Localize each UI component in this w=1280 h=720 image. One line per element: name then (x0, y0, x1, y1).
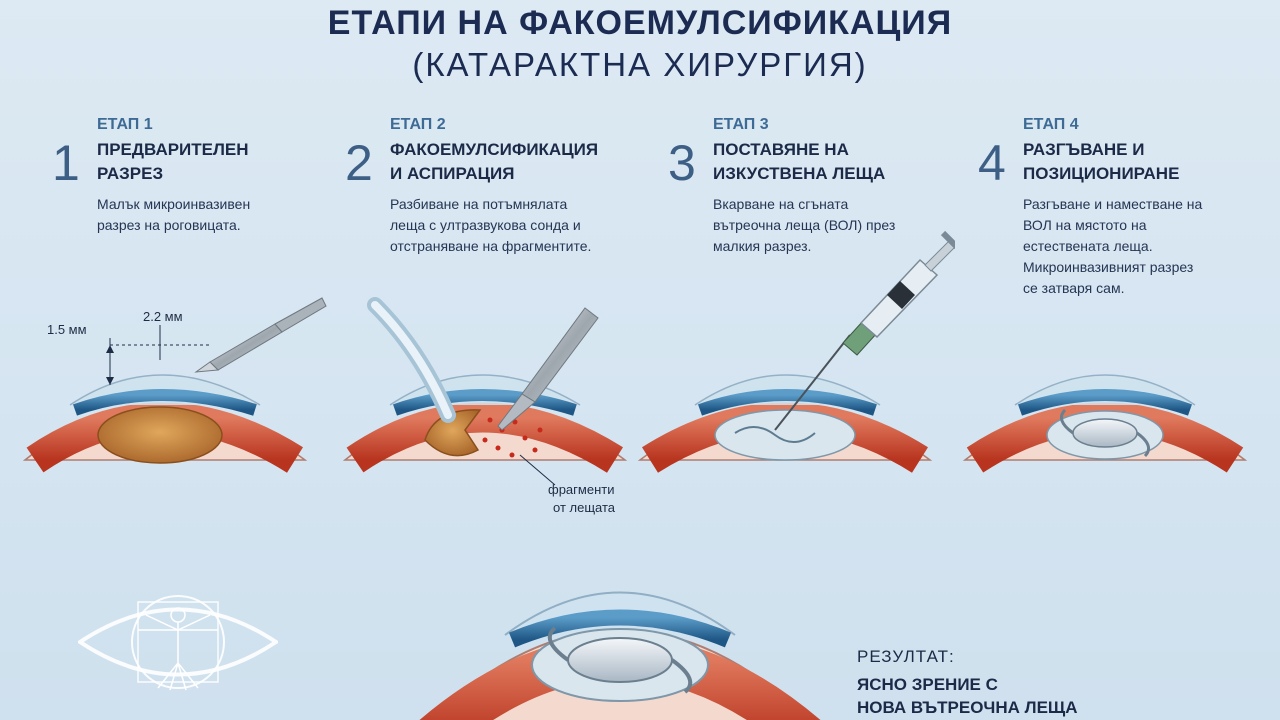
step-heading: РАЗГЪВАНЕ И ПОЗИЦИОНИРАНЕ (1023, 140, 1180, 183)
irrigation-tube-icon (367, 297, 456, 423)
fragments-annotation-1: фрагменти (548, 482, 615, 497)
step-description: Разгъване и наместване на ВОЛ на мястото… (1023, 196, 1203, 296)
width-annotation: 2.2 мм (143, 309, 183, 324)
result-block: РЕЗУЛТАТ: ЯСНО ЗРЕНИЕ С НОВА ВЪТРЕОЧНА Л… (857, 647, 1078, 719)
step-label: ЕТАП 1 (97, 116, 153, 133)
eye-diagram-phaco (342, 297, 628, 486)
step-number: 2 (345, 135, 373, 191)
step-description: Разбиване на потъмнялата леща с ултразву… (390, 196, 592, 254)
depth-annotation: 1.5 мм (47, 322, 87, 337)
step-number: 3 (668, 135, 696, 191)
step-description: Вкарване на сгъната вътреочна леща (ВОЛ)… (713, 196, 896, 254)
page-title: ЕТАПИ НА ФАКОЕМУЛСИФИКАЦИЯ (327, 4, 953, 42)
step-number: 4 (978, 135, 1006, 191)
step-label: ЕТАП 3 (713, 116, 769, 133)
step-description: Малък микроинвазивен разрез на роговицат… (97, 196, 251, 233)
iol-lens-icon (1059, 408, 1151, 458)
step-label: ЕТАП 4 (1023, 116, 1079, 133)
step-label: ЕТАП 2 (390, 116, 446, 133)
eye-diagram-result (419, 591, 821, 720)
result-text: ЯСНО ЗРЕНИЕ С НОВА ВЪТРЕОЧНА ЛЕЩА (857, 675, 1078, 717)
page-subtitle: (КАТАРАКТНА ХИРУРГИЯ) (412, 46, 868, 83)
step-heading: ПРЕДВАРИТЕЛЕН РАЗРЕЗ (97, 140, 249, 183)
vitruvian-eye-logo (78, 595, 278, 691)
step-1: 1 ЕТАП 1 ПРЕДВАРИТЕЛЕН РАЗРЕЗ Малък микр… (52, 112, 352, 312)
step-2: 2 ЕТАП 2 ФАКОЕМУЛСИФИКАЦИЯ И АСПИРАЦИЯ Р… (345, 112, 645, 312)
syringe-icon (774, 230, 955, 431)
step-4: 4 ЕТАП 4 РАЗГЪВАНЕ И ПОЗИЦИОНИРАНЕ Разгъ… (978, 112, 1278, 312)
step-heading: ПОСТАВЯНЕ НА ИЗКУСТВЕНА ЛЕЩА (713, 140, 886, 183)
fragments-annotation-2: от лещата (553, 500, 616, 515)
step-heading: ФАКОЕМУЛСИФИКАЦИЯ И АСПИРАЦИЯ (390, 140, 599, 183)
eye-diagram-insertion (637, 230, 955, 473)
eye-diagram-positioned (962, 374, 1248, 473)
step-number: 1 (52, 135, 80, 191)
ultrasound-probe-icon (497, 307, 599, 431)
step-3: 3 ЕТАП 3 ПОСТАВЯНЕ НА ИЗКУСТВЕНА ЛЕЩА Вк… (668, 112, 968, 312)
result-label: РЕЗУЛТАТ: (857, 647, 955, 666)
eye-diagram-incision (22, 297, 327, 473)
scalpel-icon (194, 297, 327, 373)
